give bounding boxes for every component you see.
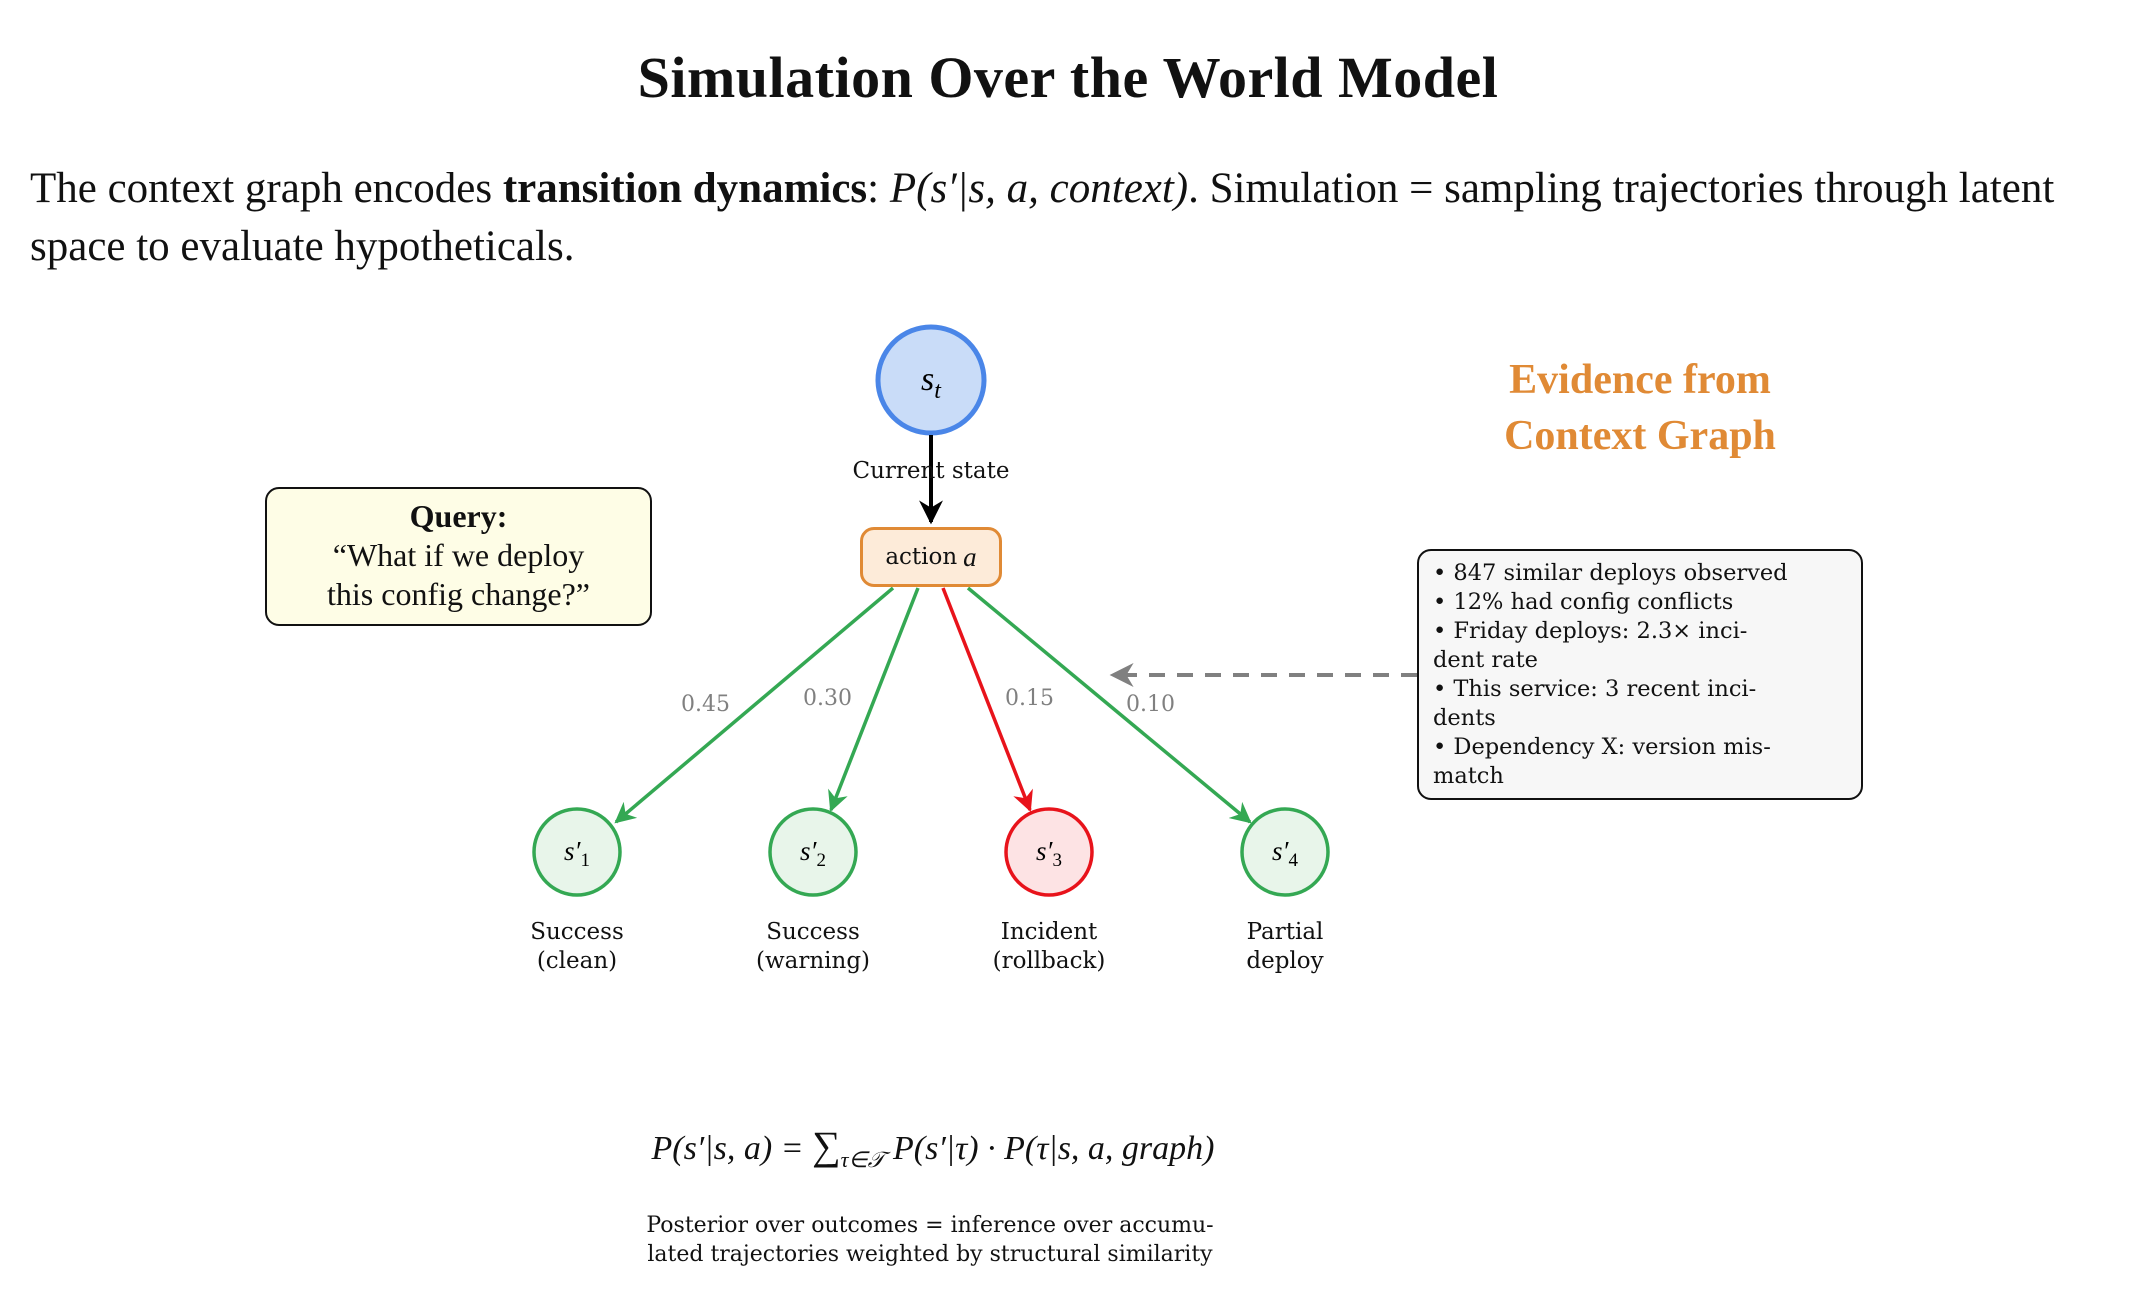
evidence-item: • This service: 3 recent inci- bbox=[1433, 676, 1757, 702]
outcome-label-s4: Partial deploy bbox=[1185, 918, 1385, 976]
outcome-node-s1 bbox=[532, 807, 622, 897]
outcome-label-line1: Success bbox=[530, 919, 624, 945]
intro-bold-term: transition dynamics bbox=[502, 165, 868, 212]
query-text-line1: “What if we deploy bbox=[332, 537, 585, 573]
evidence-title: Evidence from Context Graph bbox=[1440, 352, 1840, 464]
edge-action-to-s3 bbox=[941, 587, 1033, 812]
current-state-symbol: st bbox=[921, 361, 942, 404]
intro-math: P(s′|s, a, context) bbox=[889, 165, 1189, 212]
edge-action-to-s2 bbox=[828, 587, 920, 812]
outcome-label-s3: Incident (rollback) bbox=[949, 918, 1149, 976]
outcome-symbol-s1: s′1 bbox=[564, 836, 590, 871]
outcome-label-s1: Success (clean) bbox=[477, 918, 677, 976]
formula-rhs: P(s′|τ) · P(τ|s, a, graph) bbox=[884, 1130, 1215, 1167]
outcome-node-s3 bbox=[1004, 807, 1094, 897]
formula-lhs: P(s′|s, a) = bbox=[651, 1130, 813, 1167]
outcome-symbol-s3: s′3 bbox=[1036, 836, 1062, 871]
current-state-caption: Current state bbox=[852, 458, 1010, 484]
outcome-symbol-s4: s′4 bbox=[1272, 836, 1298, 871]
evidence-item: • Dependency X: version mis- bbox=[1433, 734, 1771, 760]
outcome-label-line2: deploy bbox=[1246, 948, 1324, 974]
query-box: Query: “What if we deploy this config ch… bbox=[265, 487, 652, 626]
posterior-formula: P(s′|s, a) = ∑τ∈𝒯 P(s′|τ) · P(τ|s, a, gr… bbox=[0, 1122, 1866, 1173]
probability-s4: 0.10 bbox=[1126, 692, 1175, 717]
current-state-node bbox=[875, 324, 987, 436]
evidence-title-line2: Context Graph bbox=[1504, 413, 1776, 459]
evidence-item: dent rate bbox=[1433, 647, 1538, 673]
intro-prefix: The context graph encodes bbox=[30, 165, 503, 212]
caption-line1: Posterior over outcomes = inference over… bbox=[646, 1213, 1214, 1238]
outcome-symbol-s2: s′2 bbox=[800, 836, 826, 871]
outcome-label-line2: (rollback) bbox=[992, 948, 1106, 974]
caption-line2: lated trajectories weighted by structura… bbox=[647, 1242, 1213, 1267]
outcome-label-line1: Success bbox=[766, 919, 860, 945]
evidence-item: dents bbox=[1433, 705, 1496, 731]
outcome-label-line1: Partial bbox=[1246, 919, 1324, 945]
action-label: action bbox=[885, 544, 958, 570]
query-text-line2: this config change?” bbox=[327, 576, 590, 612]
outcome-label-s2: Success (warning) bbox=[713, 918, 913, 976]
evidence-item: • 847 similar deploys observed bbox=[1433, 560, 1788, 586]
formula-sum-subscript: τ∈𝒯 bbox=[840, 1146, 885, 1172]
outcome-node-s2 bbox=[768, 807, 858, 897]
evidence-item: • Friday deploys: 2.3× inci- bbox=[1433, 618, 1748, 644]
edge-action-to-s1 bbox=[614, 586, 895, 824]
formula-sum: ∑ bbox=[812, 1123, 841, 1168]
outcome-label-line2: (clean) bbox=[536, 948, 618, 974]
page-title: Simulation Over the World Model bbox=[637, 45, 1499, 110]
evidence-box: • 847 similar deploys observed • 12% had… bbox=[1417, 549, 1863, 800]
query-title: Query: bbox=[409, 498, 508, 534]
probability-s1: 0.45 bbox=[681, 692, 730, 717]
outcome-node-s4 bbox=[1240, 807, 1330, 897]
intro-colon: : bbox=[867, 165, 890, 212]
evidence-item: match bbox=[1433, 763, 1504, 789]
outcome-label-line1: Incident bbox=[1000, 919, 1098, 945]
formula-caption: Posterior over outcomes = inference over… bbox=[580, 1211, 1280, 1269]
probability-s3: 0.15 bbox=[1005, 686, 1054, 711]
probability-s2: 0.30 bbox=[803, 686, 852, 711]
action-symbol: a bbox=[963, 541, 977, 572]
evidence-title-line1: Evidence from bbox=[1509, 357, 1771, 403]
edge-action-to-s4 bbox=[966, 586, 1252, 824]
evidence-item: • 12% had config conflicts bbox=[1433, 589, 1734, 615]
intro-paragraph: The context graph encodes transition dyn… bbox=[30, 160, 2120, 276]
outcome-label-line2: (warning) bbox=[755, 948, 871, 974]
intro-suffix: . Simulation = sampling trajectories thr… bbox=[30, 165, 2055, 270]
